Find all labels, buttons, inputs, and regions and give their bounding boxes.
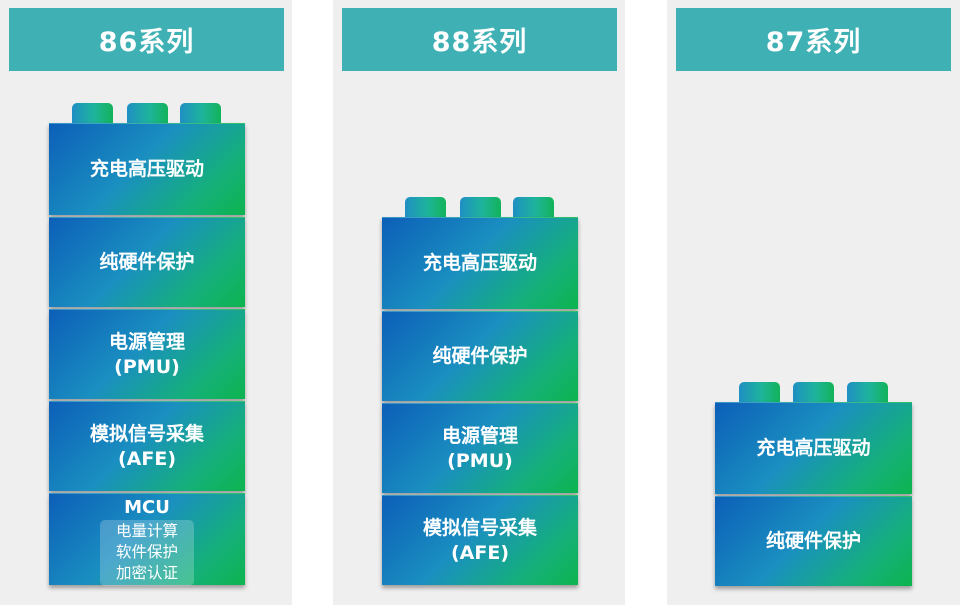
series-88-stack: 充电高压驱动 纯硬件保护 电源管理 (PMU) 模拟信号采集 (AFE): [382, 197, 578, 585]
connector-tab: [72, 103, 113, 125]
series-88-header: 88系列: [342, 8, 617, 71]
block-sublabel: (PMU): [114, 355, 180, 378]
connector-tab: [793, 382, 834, 404]
series-88-title: 88系列: [431, 27, 528, 58]
stack-connector-tabs: [382, 197, 578, 219]
block-label: 电源管理: [441, 424, 518, 447]
series-86-title: 86系列: [98, 27, 195, 58]
mcu-feature: 电量计算: [115, 522, 178, 540]
block-charge-hv-drive: 充电高压驱动: [715, 402, 912, 494]
block-label: 模拟信号采集: [89, 422, 204, 445]
mcu-feature-box: 电量计算 软件保护 加密认证: [100, 520, 194, 586]
block-sublabel: (AFE): [450, 541, 510, 564]
connector-tab: [513, 197, 554, 219]
block-label: 充电高压驱动: [89, 158, 204, 180]
block-label: 充电高压驱动: [756, 437, 871, 459]
series-87-panel: 87系列 充电高压驱动 纯硬件保护: [667, 0, 960, 605]
block-power-management: 电源管理 (PMU): [382, 403, 578, 493]
series-87-stack: 充电高压驱动 纯硬件保护: [715, 382, 912, 586]
block-sublabel: (PMU): [447, 449, 513, 472]
block-analog-acquisition: 模拟信号采集 (AFE): [382, 495, 578, 585]
series-88-panel: 88系列 充电高压驱动 纯硬件保护 电源管理 (PMU) 模拟信号采集 (AFE…: [333, 0, 625, 605]
block-sublabel: (AFE): [117, 447, 177, 470]
series-87-title: 87系列: [765, 27, 862, 58]
stack-connector-tabs: [715, 382, 912, 404]
connector-tab: [180, 103, 221, 125]
block-hardware-protection: 纯硬件保护: [49, 217, 245, 307]
block-label: 充电高压驱动: [422, 252, 537, 274]
block-label: 纯硬件保护: [765, 530, 861, 552]
series-86-panel: 86系列 充电高压驱动 纯硬件保护 电源管理 (PMU) 模拟信号采集 (AFE…: [0, 0, 292, 605]
series-86-stack: 充电高压驱动 纯硬件保护 电源管理 (PMU) 模拟信号采集 (AFE) MCU…: [49, 103, 245, 586]
block-hardware-protection: 纯硬件保护: [715, 496, 912, 586]
connector-tab: [739, 382, 780, 404]
connector-tab: [847, 382, 888, 404]
block-label: 纯硬件保护: [99, 251, 195, 273]
block-hardware-protection: 纯硬件保护: [382, 311, 578, 401]
connector-tab: [460, 197, 501, 219]
series-87-header: 87系列: [676, 8, 951, 71]
connector-tab: [405, 197, 446, 219]
block-power-management: 电源管理 (PMU): [49, 309, 245, 399]
block-label: 模拟信号采集: [422, 516, 537, 539]
block-charge-hv-drive: 充电高压驱动: [382, 217, 578, 309]
block-label: 电源管理: [108, 330, 185, 353]
series-86-header: 86系列: [9, 8, 284, 71]
mcu-feature: 软件保护: [115, 543, 178, 561]
block-label: 纯硬件保护: [432, 345, 528, 367]
block-charge-hv-drive: 充电高压驱动: [49, 123, 245, 215]
connector-tab: [127, 103, 168, 125]
stack-connector-tabs: [49, 103, 245, 125]
block-analog-acquisition: 模拟信号采集 (AFE): [49, 401, 245, 491]
block-mcu: MCU 电量计算 软件保护 加密认证: [49, 493, 245, 586]
mcu-feature: 加密认证: [115, 564, 178, 582]
mcu-title: MCU: [124, 497, 170, 518]
